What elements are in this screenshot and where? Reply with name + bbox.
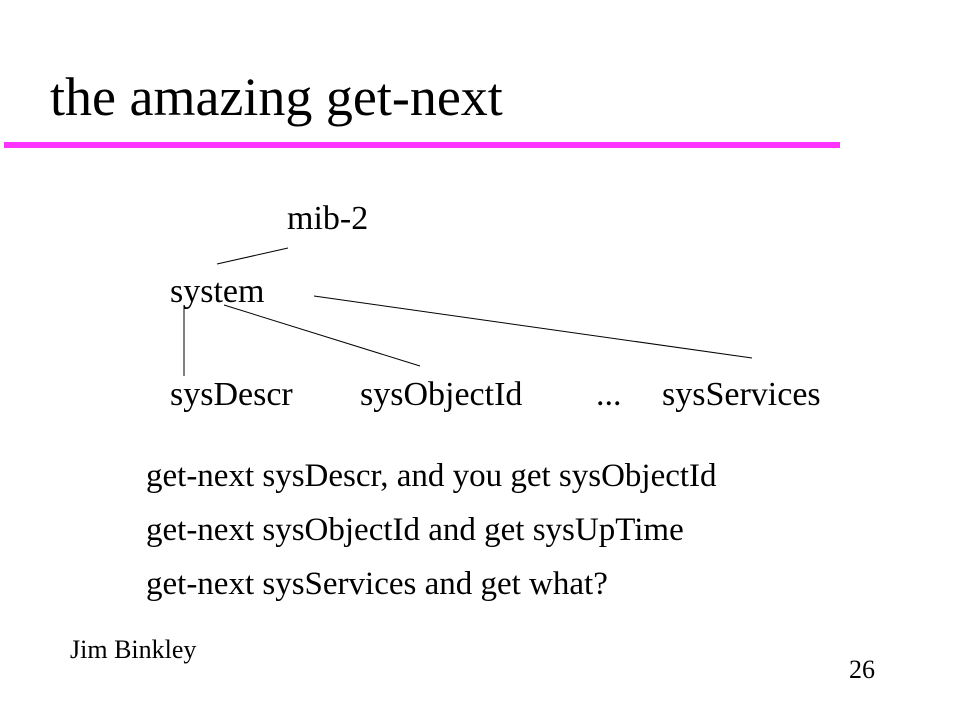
note-line-2: get-next sysObjectId and get sysUpTime [146,512,684,548]
page-number: 26 [849,655,875,684]
tree-node-sysobjectid: sysObjectId [360,376,523,413]
tree-node-ellipsis: ... [596,376,622,413]
tree-node-system: system [170,273,265,310]
tree-node-sysservices: sysServices [662,376,821,413]
title-underline [4,142,840,148]
note-line-3: get-next sysServices and get what? [146,566,608,602]
edge-mib2-system [216,247,289,265]
tree-node-mib2: mib-2 [287,200,369,237]
edge-system-sysservices [313,295,753,359]
edge-system-sysobjectid [223,304,421,367]
tree-node-sysdescr: sysDescr [170,376,293,413]
footer-author: Jim Binkley [70,635,197,664]
note-line-1: get-next sysDescr, and you get sysObject… [146,458,717,494]
slide-title: the amazing get-next [50,67,503,127]
